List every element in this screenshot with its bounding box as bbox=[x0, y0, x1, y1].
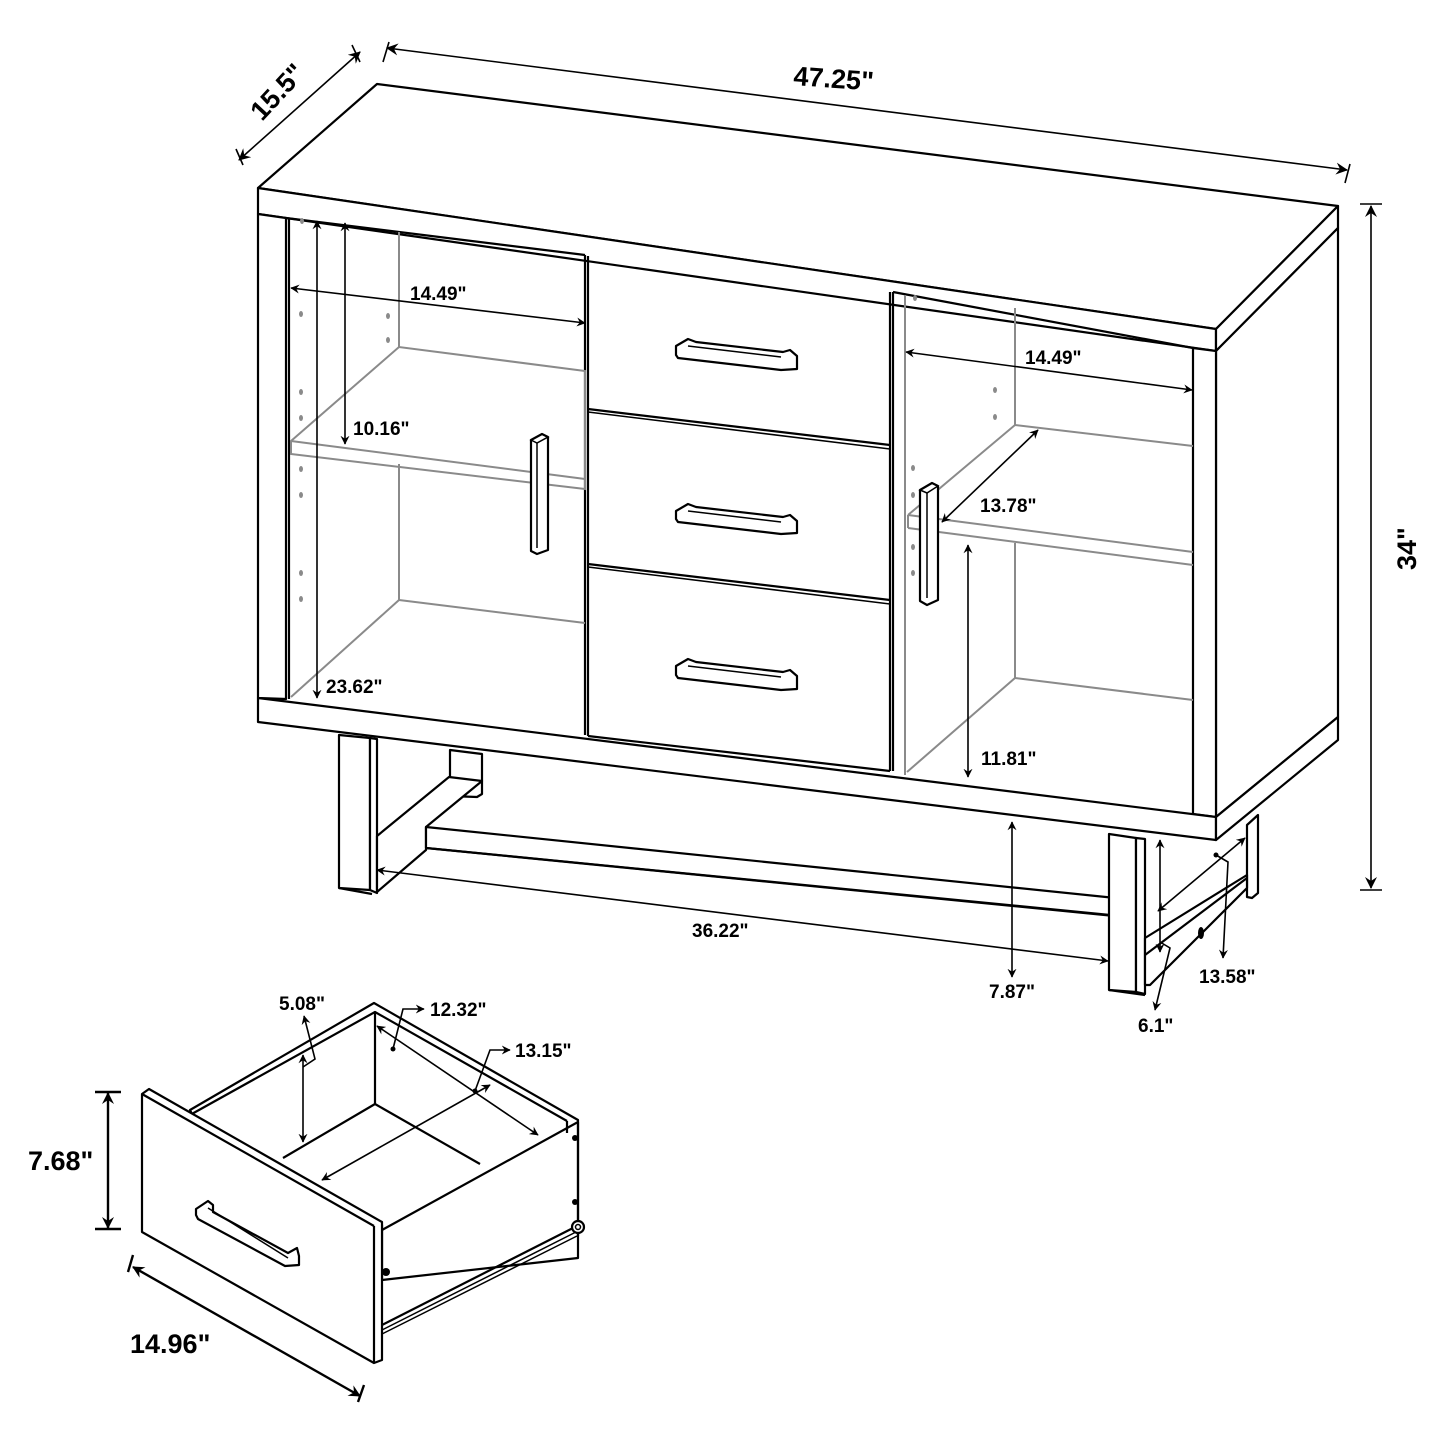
dim-base-leg-span: 36.22" bbox=[376, 866, 1109, 965]
dim-left-upper-shelf-height: 10.16" bbox=[340, 222, 410, 445]
dim-drawer-interior-width: 12.32" bbox=[376, 1000, 539, 1136]
dim-drawer-interior-depth: 13.15" bbox=[321, 1041, 572, 1181]
label-overall-height: 34" bbox=[1392, 527, 1422, 570]
cabinet-bottom-side bbox=[1214, 715, 1340, 842]
left-door-handle bbox=[529, 432, 550, 556]
label-drawer-interior-depth: 13.15" bbox=[515, 1041, 572, 1062]
bolt-icon bbox=[1198, 927, 1204, 939]
drawer-front-1 bbox=[587, 337, 891, 450]
label-drawer-interior-height: 5.08" bbox=[279, 994, 325, 1015]
dim-overall-width: 47.25" bbox=[382, 41, 1351, 184]
label-base-leg-height: 6.1" bbox=[1138, 1016, 1173, 1037]
drawer-front-3 bbox=[674, 657, 799, 692]
label-base-leg-span: 36.22" bbox=[692, 921, 749, 942]
left-compartment bbox=[285, 216, 587, 735]
drawer-front-2 bbox=[587, 502, 891, 605]
dim-base-leg-depth: 13.58" bbox=[1157, 837, 1256, 988]
dim-drawer-front-height: 7.68" bbox=[28, 1090, 121, 1231]
label-right-shelf-depth: 13.78" bbox=[980, 496, 1037, 517]
dim-left-interior-width: 14.49" bbox=[290, 284, 586, 327]
label-overall-width: 47.25" bbox=[793, 61, 875, 97]
drawer-slide-rail bbox=[381, 1135, 586, 1335]
label-right-lower-clearance: 11.81" bbox=[981, 749, 1037, 770]
label-right-interior-width: 14.49" bbox=[1025, 348, 1082, 369]
sideboard-cabinet bbox=[256, 82, 1340, 842]
label-left-interior-width: 14.49" bbox=[410, 284, 467, 305]
label-overall-depth: 15.5" bbox=[244, 58, 311, 126]
label-base-floor-clearance: 7.87" bbox=[989, 982, 1035, 1003]
dim-overall-height: 34" bbox=[1360, 203, 1422, 891]
label-drawer-front-width: 14.96" bbox=[130, 1329, 210, 1359]
dim-left-interior-height: 23.62" bbox=[312, 220, 383, 699]
label-base-leg-depth: 13.58" bbox=[1199, 967, 1256, 988]
dim-right-interior-width: 14.49" bbox=[905, 348, 1193, 394]
label-drawer-interior-width: 12.32" bbox=[430, 1000, 487, 1021]
center-drawer-bank bbox=[586, 256, 895, 773]
label-drawer-front-height: 7.68" bbox=[28, 1146, 93, 1176]
cabinet-right-stile bbox=[1191, 346, 1218, 819]
cabinet-left-stile bbox=[256, 212, 288, 701]
dim-base-floor-clearance: 7.87" bbox=[989, 821, 1035, 1003]
dim-drawer-interior-height: 5.08" bbox=[279, 994, 325, 1143]
label-left-upper-shelf-height: 10.16" bbox=[353, 419, 410, 440]
right-compartment bbox=[892, 290, 1194, 775]
drawer-detail-handle bbox=[194, 1199, 301, 1268]
label-left-interior-height: 23.62" bbox=[326, 677, 383, 698]
dim-drawer-front-width: 14.96" bbox=[126, 1254, 366, 1403]
dim-right-shelf-depth: 13.78" bbox=[941, 429, 1039, 523]
right-door-handle bbox=[918, 481, 940, 607]
dim-right-lower-clearance: 11.81" bbox=[963, 544, 1037, 778]
